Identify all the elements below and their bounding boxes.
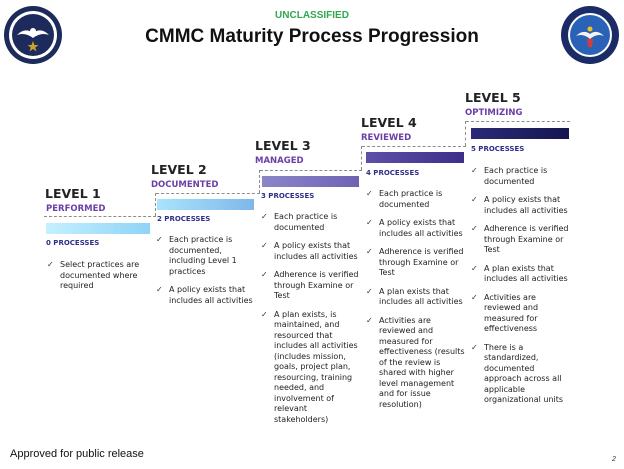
checkmark-icon: ✓ bbox=[471, 342, 478, 352]
practice-text: Each practice is documented, including L… bbox=[169, 235, 237, 276]
connector-line bbox=[465, 121, 466, 146]
level-1-subtitle: PERFORMED bbox=[46, 204, 106, 214]
practice-text: A policy exists that includes all activi… bbox=[169, 285, 253, 305]
level-3-process-count: 3 PROCESSES bbox=[261, 192, 315, 200]
connector-line bbox=[44, 216, 156, 217]
practice-text: A policy exists that includes all activi… bbox=[274, 241, 358, 261]
connector-line bbox=[156, 193, 260, 194]
seal-eagle-icon bbox=[3, 5, 63, 65]
checkmark-icon: ✓ bbox=[261, 309, 268, 319]
practice-text: Each practice is documented bbox=[379, 189, 443, 209]
list-item: ✓ Adherence is verified through Examine o… bbox=[260, 270, 360, 302]
list-item: ✓ A policy exists that includes all activ… bbox=[155, 285, 257, 306]
connector-line bbox=[466, 121, 570, 122]
connector-line bbox=[362, 146, 466, 147]
list-item: ✓ Each practice is documented, including … bbox=[155, 235, 257, 277]
practice-text: A policy exists that includes all activi… bbox=[484, 195, 568, 215]
department-of-defense-seal-icon bbox=[560, 5, 620, 65]
level-2-process-count: 2 PROCESSES bbox=[157, 215, 211, 223]
list-item: ✓ A policy exists that includes all activ… bbox=[470, 195, 574, 216]
checkmark-icon: ✓ bbox=[366, 286, 373, 296]
checkmark-icon: ✓ bbox=[366, 218, 373, 227]
classification-banner: UNCLASSIFIED bbox=[275, 10, 349, 21]
checkmark-icon: ✓ bbox=[366, 315, 373, 325]
level-4-practice-list: ✓ Each practice is documented ✓ A policy e… bbox=[365, 189, 467, 418]
practice-text: Adherence is verified through Examine or… bbox=[274, 270, 359, 300]
checkmark-icon: ✓ bbox=[471, 224, 478, 233]
checkmark-icon: ✓ bbox=[47, 260, 54, 269]
checkmark-icon: ✓ bbox=[471, 195, 478, 204]
practice-text: Adherence is verified through Examine or… bbox=[379, 247, 464, 277]
list-item: ✓ Select practices are documented where r… bbox=[46, 260, 152, 292]
page-number: 2 bbox=[612, 456, 616, 463]
list-item: ✓ Activities are reviewed and measured fo… bbox=[365, 316, 467, 411]
list-item: ✓ Each practice is documented bbox=[470, 166, 574, 187]
level-2-title: LEVEL 2 bbox=[151, 162, 207, 177]
checkmark-icon: ✓ bbox=[261, 212, 268, 221]
practice-text: There is a standardized, documented appr… bbox=[484, 342, 564, 405]
practice-text: A policy exists that includes all activi… bbox=[379, 218, 463, 238]
list-item: ✓ Activities are reviewed and measured fo… bbox=[470, 293, 574, 335]
practice-text: Select practices are documented where re… bbox=[60, 260, 140, 290]
list-item: ✓ Adherence is verified through Examine o… bbox=[470, 224, 574, 256]
slide-title: CMMC Maturity Process Progression bbox=[145, 26, 479, 47]
list-item: ✓ A plan exists, is maintained, and resou… bbox=[260, 310, 360, 426]
level-3-subtitle: MANAGED bbox=[255, 156, 304, 166]
list-item: ✓ A policy exists that includes all activ… bbox=[260, 241, 360, 262]
connector-line bbox=[260, 170, 362, 171]
level-5-subtitle: OPTIMIZING bbox=[465, 108, 523, 118]
practice-text: Each practice is documented bbox=[274, 212, 338, 232]
checkmark-icon: ✓ bbox=[471, 166, 478, 175]
level-5-process-count: 5 PROCESSES bbox=[471, 145, 525, 153]
level-1-bar bbox=[46, 223, 150, 234]
level-3-bar bbox=[262, 176, 359, 187]
checkmark-icon: ✓ bbox=[156, 235, 163, 244]
practice-text: Each practice is documented bbox=[484, 166, 548, 186]
level-2-subtitle: DOCUMENTED bbox=[151, 180, 219, 190]
checkmark-icon: ✓ bbox=[366, 247, 373, 256]
list-item: ✓ A policy exists that includes all activ… bbox=[365, 218, 467, 239]
level-5-practice-list: ✓ Each practice is documented ✓ A policy e… bbox=[470, 166, 574, 414]
practice-text: Activities are reviewed and measured for… bbox=[379, 315, 465, 409]
checkmark-icon: ✓ bbox=[156, 285, 163, 294]
level-1-process-count: 0 PROCESSES bbox=[46, 239, 100, 247]
list-item: ✓ A plan exists that includes all activit… bbox=[470, 264, 574, 285]
level-5-bar bbox=[471, 128, 569, 139]
list-item: ✓ There is a standardized, documented app… bbox=[470, 343, 574, 406]
level-1-practice-list: ✓ Select practices are documented where r… bbox=[46, 260, 152, 300]
connector-line bbox=[155, 193, 156, 216]
checkmark-icon: ✓ bbox=[471, 292, 478, 302]
practice-text: A plan exists, is maintained, and resour… bbox=[274, 309, 358, 424]
list-item: ✓ Adherence is verified through Examine o… bbox=[365, 247, 467, 279]
list-item: ✓ Each practice is documented bbox=[365, 189, 467, 210]
connector-line bbox=[259, 170, 260, 193]
level-3-practice-list: ✓ Each practice is documented ✓ A policy e… bbox=[260, 212, 360, 433]
checkmark-icon: ✓ bbox=[366, 189, 373, 198]
level-4-subtitle: REVIEWED bbox=[361, 133, 412, 143]
checkmark-icon: ✓ bbox=[261, 270, 268, 279]
checkmark-icon: ✓ bbox=[261, 241, 268, 250]
level-4-bar bbox=[366, 152, 464, 163]
list-item: ✓ Each practice is documented bbox=[260, 212, 360, 233]
level-1-title: LEVEL 1 bbox=[45, 186, 101, 201]
level-5-title: LEVEL 5 bbox=[465, 90, 521, 105]
practice-text: Activities are reviewed and measured for… bbox=[484, 292, 539, 334]
level-4-process-count: 4 PROCESSES bbox=[366, 169, 420, 177]
checkmark-icon: ✓ bbox=[471, 263, 478, 273]
practice-text: Adherence is verified through Examine or… bbox=[484, 224, 569, 254]
level-4-title: LEVEL 4 bbox=[361, 115, 417, 130]
list-item: ✓ A plan exists that includes all activit… bbox=[365, 287, 467, 308]
practice-text: A plan exists that includes all activiti… bbox=[484, 263, 568, 284]
release-statement: Approved for public release bbox=[10, 448, 144, 460]
level-2-bar bbox=[157, 199, 254, 210]
level-2-practice-list: ✓ Each practice is documented, including … bbox=[155, 235, 257, 314]
practice-text: A plan exists that includes all activiti… bbox=[379, 286, 463, 307]
level-3-title: LEVEL 3 bbox=[255, 138, 311, 153]
connector-line bbox=[361, 146, 362, 170]
